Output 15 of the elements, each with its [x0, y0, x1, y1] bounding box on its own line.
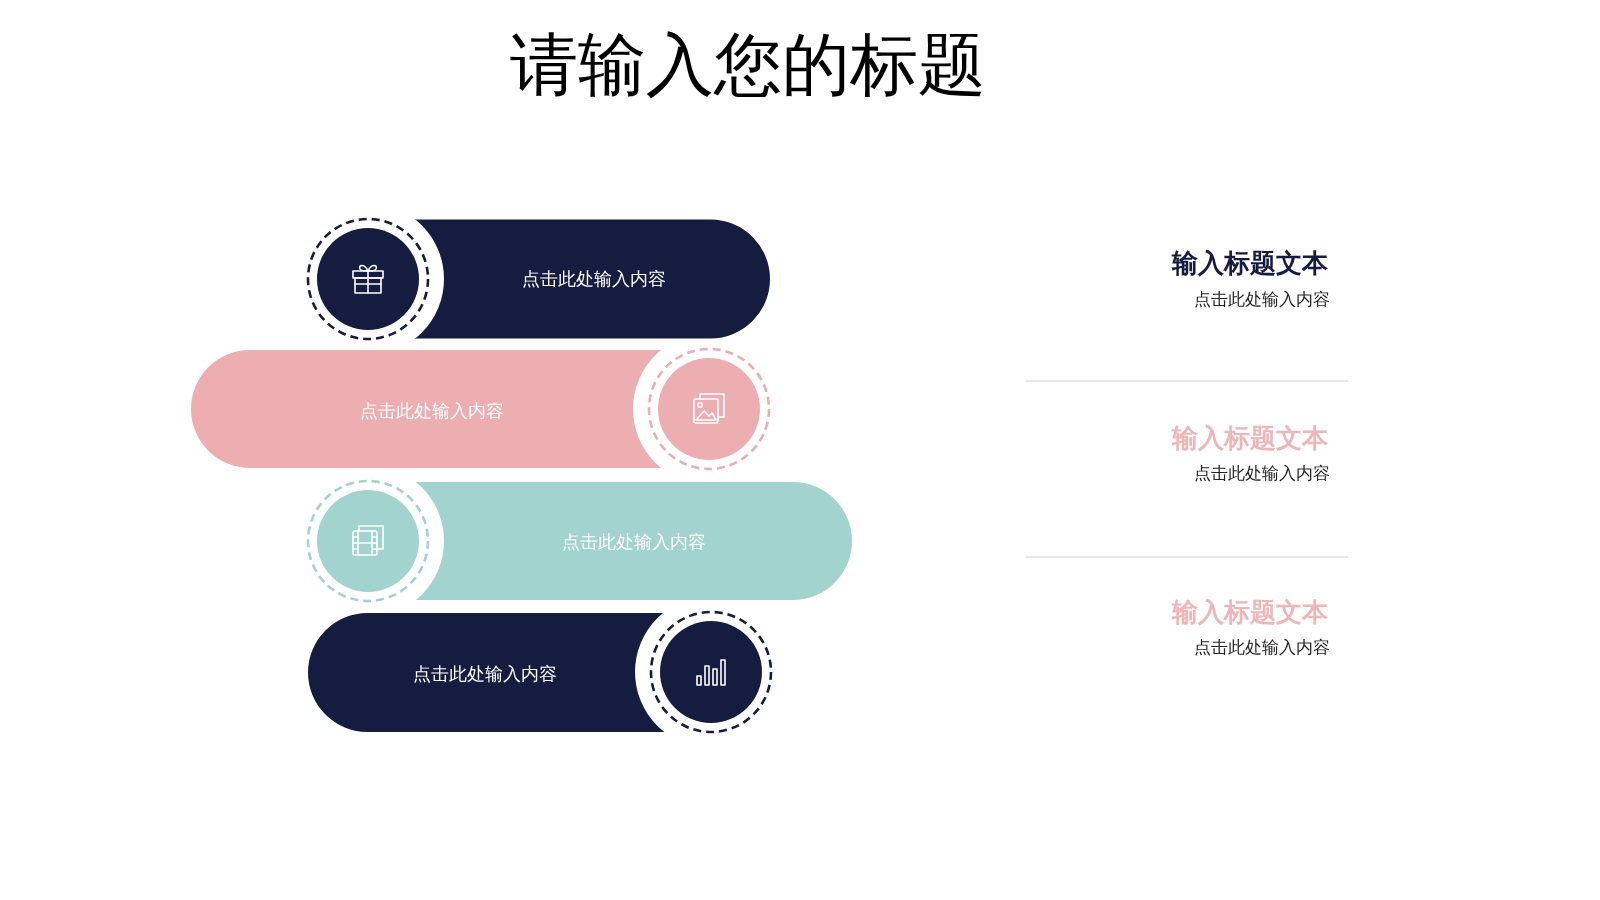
bar-text: 点击此处输入内容	[522, 268, 666, 290]
rounded-bar	[308, 610, 773, 734]
bar-text: 点击此处输入内容	[562, 531, 706, 553]
title: 请输入您的标题	[510, 25, 986, 104]
bar-text: 点击此处输入内容	[413, 663, 557, 685]
rounded-bar	[306, 216, 770, 341]
bar-text: 点击此处输入内容	[360, 400, 504, 422]
heading-text: 输入标题文本	[1172, 248, 1328, 280]
rounded-bar	[191, 347, 771, 471]
body-text: 点击此处输入内容	[1194, 290, 1330, 310]
body-text: 点击此处输入内容	[1194, 638, 1330, 658]
rounded-bar	[306, 479, 852, 603]
heading-text: 输入标题文本	[1172, 423, 1328, 455]
body-text: 点击此处输入内容	[1194, 464, 1330, 484]
heading-text: 输入标题文本	[1172, 597, 1328, 629]
